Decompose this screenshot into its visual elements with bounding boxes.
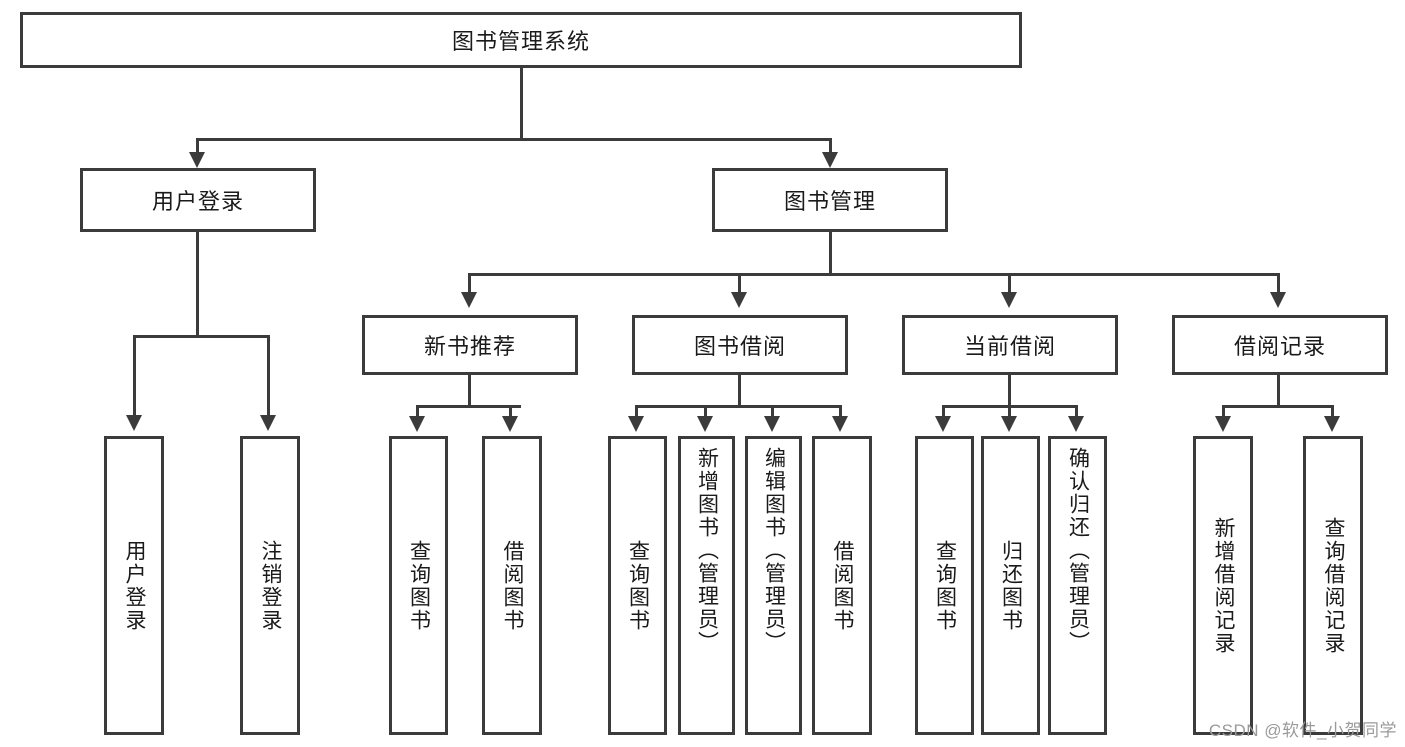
node-book-management-label: 图书管理 [783,189,876,214]
leaf-user-login[interactable]: 用户登录 [104,436,164,735]
leaf-new-book-query[interactable]: 查询图书 [389,436,448,735]
node-new-book-recommend-label: 新书推荐 [423,334,516,359]
connector-to-borrow-record [1277,273,1280,299]
leaf-book-borrow-action[interactable]: 借阅图书 [812,436,872,735]
leaf-book-borrow-query-label: 查询图书 [626,539,650,632]
leaf-current-confirm-return-admin[interactable]: 确认归还（管理员） [1048,436,1107,735]
connector-book-mgmt-bar [468,273,1280,276]
connector-current-borrow-l2 [1008,405,1011,419]
leaf-current-confirm-return-admin-label: 确认归还（管理员） [1066,447,1090,654]
leaf-new-book-borrow[interactable]: 借阅图书 [482,436,542,735]
leaf-user-logout[interactable]: 注销登录 [240,436,300,735]
connector-to-book-borrow [738,273,741,299]
arrow-down-icon [764,416,780,432]
arrow-down-icon [461,292,477,308]
leaf-record-query[interactable]: 查询借阅记录 [1303,436,1363,735]
node-book-borrow[interactable]: 图书借阅 [632,315,848,375]
arrow-down-icon [1270,292,1286,308]
arrow-down-icon [628,416,644,432]
connector-book-borrow-l2 [704,405,707,419]
leaf-current-query-label: 查询图书 [933,539,957,632]
node-user-login-label: 用户登录 [151,189,244,214]
connector-user-login-bar [133,335,270,338]
node-book-management[interactable]: 图书管理 [712,168,948,232]
connector-user-login-right [267,335,270,419]
leaf-book-edit-admin[interactable]: 编辑图书（管理员） [745,436,802,735]
arrow-down-icon [697,416,713,432]
arrow-down-icon [502,416,518,432]
connector-user-login-stem [196,232,199,338]
connector-book-borrow-stem [738,375,741,408]
leaf-book-borrow-action-label: 借阅图书 [831,539,855,632]
arrow-down-icon [822,152,838,168]
leaf-book-borrow-query[interactable]: 查询图书 [608,436,667,735]
leaf-current-return[interactable]: 归还图书 [981,436,1040,735]
leaf-new-book-borrow-label: 借阅图书 [501,539,525,632]
connector-book-borrow-bar [635,405,842,408]
arrow-down-icon [409,416,425,432]
connector-root-stem [520,68,523,140]
node-borrow-record-label: 借阅记录 [1233,334,1326,359]
arrow-down-icon [1215,416,1231,432]
leaf-book-add-admin-label: 新增图书（管理员） [695,447,719,654]
connector-borrow-record-bar [1222,405,1334,408]
arrow-down-icon [1001,292,1017,308]
arrow-down-icon [1001,416,1017,432]
arrow-down-icon [1068,416,1084,432]
leaf-book-edit-admin-label: 编辑图书（管理员） [762,447,786,654]
node-user-login[interactable]: 用户登录 [80,168,316,232]
node-new-book-recommend[interactable]: 新书推荐 [362,315,578,375]
connector-current-borrow-stem [1008,375,1011,408]
connector-root-bar [196,138,832,141]
leaf-record-add-label: 新增借阅记录 [1212,516,1236,655]
leaf-current-return-label: 归还图书 [999,539,1023,632]
connector-user-login-left [133,335,136,419]
connector-new-book-bar [416,405,521,408]
leaf-book-add-admin[interactable]: 新增图书（管理员） [678,436,735,735]
node-borrow-record[interactable]: 借阅记录 [1172,315,1388,375]
connector-to-current-borrow [1008,273,1011,299]
connector-book-borrow-l4 [839,405,842,419]
connector-new-book-l1 [416,405,419,419]
node-current-borrow[interactable]: 当前借阅 [902,315,1118,375]
connector-book-borrow-l3 [771,405,774,419]
node-book-borrow-label: 图书借阅 [693,334,786,359]
connector-borrow-record-stem [1277,375,1280,408]
arrow-down-icon [1324,416,1340,432]
arrow-down-icon [189,152,205,168]
leaf-user-logout-label: 注销登录 [259,539,283,632]
arrow-down-icon [731,292,747,308]
connector-new-book-l2 [509,405,512,419]
connector-to-new-book [468,273,471,299]
connector-root-to-book-mgmt [829,138,832,160]
connector-root-to-user-login [196,138,199,160]
node-root[interactable]: 图书管理系统 [20,12,1022,68]
connector-book-mgmt-stem [829,232,832,276]
connector-borrow-record-l2 [1331,405,1334,419]
leaf-record-query-label: 查询借阅记录 [1322,516,1346,655]
leaf-current-query[interactable]: 查询图书 [915,436,974,735]
arrow-down-icon [832,416,848,432]
arrow-down-icon [935,416,951,432]
connector-current-borrow-l3 [1075,405,1078,419]
connector-current-borrow-l1 [942,405,945,419]
leaf-new-book-query-label: 查询图书 [407,539,431,632]
node-root-label: 图书管理系统 [451,29,590,54]
connector-book-borrow-l1 [635,405,638,419]
arrow-down-icon [126,415,142,431]
node-current-borrow-label: 当前借阅 [963,334,1056,359]
watermark: CSDN @软件_小贺同学 [1208,721,1397,740]
leaf-user-login-label: 用户登录 [123,539,147,632]
connector-new-book-stem [468,375,471,408]
connector-borrow-record-l1 [1222,405,1225,419]
leaf-record-add[interactable]: 新增借阅记录 [1193,436,1253,735]
arrow-down-icon [260,415,276,431]
